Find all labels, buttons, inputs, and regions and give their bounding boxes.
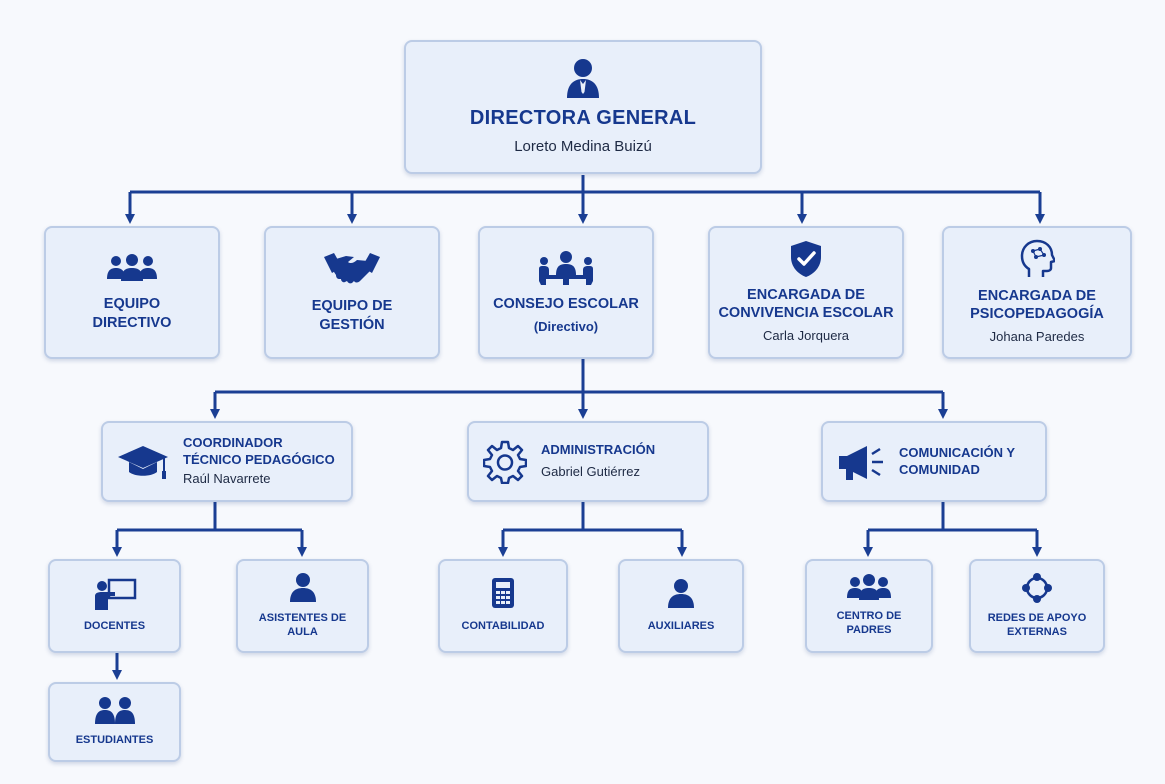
node-title: REDES DE APOYO EXTERNAS xyxy=(987,612,1087,638)
node-redes-apoyo[interactable]: REDES DE APOYO EXTERNAS xyxy=(969,559,1105,653)
brain-head-icon xyxy=(1020,239,1055,277)
node-person-name: Raúl Navarrete xyxy=(183,470,271,486)
calculator-icon xyxy=(492,578,514,609)
network-icon xyxy=(1022,573,1052,604)
node-centro-padres[interactable]: CENTRO DE PADRES xyxy=(805,559,933,653)
group-icon xyxy=(107,254,157,282)
node-title: EQUIPO DE GESTIÓN xyxy=(311,298,393,333)
node-note: (Directivo) xyxy=(533,319,599,335)
node-estudiantes[interactable]: ESTUDIANTES xyxy=(48,682,181,762)
teacher-board-icon xyxy=(94,578,136,611)
node-comunicacion-comunidad[interactable]: COMUNICACIÓN Y COMUNIDAD xyxy=(821,421,1047,502)
node-person-name: Carla Jorquera xyxy=(763,328,849,344)
node-equipo-gestion[interactable]: EQUIPO DE GESTIÓN xyxy=(264,226,440,359)
node-title: CONTABILIDAD xyxy=(461,620,545,633)
handshake-icon xyxy=(324,253,380,284)
megaphone-icon xyxy=(839,445,883,480)
node-docentes[interactable]: DOCENTES xyxy=(48,559,181,653)
node-title: CENTRO DE PADRES xyxy=(836,610,902,636)
node-consejo-escolar[interactable]: CONSEJO ESCOLAR (Directivo) xyxy=(478,226,654,359)
node-directora-general[interactable]: DIRECTORA GENERAL Loreto Medina Buizú xyxy=(404,40,762,174)
node-title: ESTUDIANTES xyxy=(75,734,154,747)
node-psicopedagogia[interactable]: ENCARGADA DE PSICOPEDAGOGÍA Johana Pared… xyxy=(942,226,1132,359)
node-title: DOCENTES xyxy=(83,620,146,633)
node-person-name: Johana Paredes xyxy=(989,329,1085,345)
gear-icon xyxy=(483,440,527,484)
meeting-icon xyxy=(539,250,593,285)
node-title: ENCARGADA DE CONVIVENCIA ESCOLAR xyxy=(718,286,894,322)
node-title: CONSEJO ESCOLAR xyxy=(493,295,639,312)
person-icon xyxy=(289,573,316,603)
node-administracion[interactable]: ADMINISTRACIÓN Gabriel Gutiérrez xyxy=(467,421,709,502)
node-title: DIRECTORA GENERAL xyxy=(469,106,697,129)
node-person-name: Loreto Medina Buizú xyxy=(514,137,652,155)
graduation-cap-icon xyxy=(118,445,168,479)
node-title: ADMINISTRACIÓN xyxy=(541,441,656,457)
node-coordinador-tecnico[interactable]: COORDINADOR TÉCNICO PEDAGÓGICO Raúl Nava… xyxy=(101,421,353,502)
node-title: AUXILIARES xyxy=(647,620,715,633)
node-equipo-directivo[interactable]: EQUIPO DIRECTIVO xyxy=(44,226,220,359)
node-title: COMUNICACIÓN Y COMUNIDAD xyxy=(899,445,1016,477)
person-icon xyxy=(668,579,694,609)
node-asistentes-aula[interactable]: ASISTENTES DE AULA xyxy=(236,559,369,653)
node-convivencia-escolar[interactable]: ENCARGADA DE CONVIVENCIA ESCOLAR Carla J… xyxy=(708,226,904,359)
node-contabilidad[interactable]: CONTABILIDAD xyxy=(438,559,568,653)
node-title: EQUIPO DIRECTIVO xyxy=(92,296,172,331)
person-icon xyxy=(567,58,599,98)
shield-check-icon xyxy=(791,240,821,277)
group-icon xyxy=(847,574,891,601)
node-title: ASISTENTES DE AULA xyxy=(258,612,347,638)
students-icon xyxy=(94,697,135,725)
node-title: COORDINADOR TÉCNICO PEDAGÓGICO xyxy=(183,435,335,467)
node-auxiliares[interactable]: AUXILIARES xyxy=(618,559,744,653)
node-person-name: Gabriel Gutiérrez xyxy=(541,464,640,480)
node-title: ENCARGADA DE PSICOPEDAGOGÍA xyxy=(970,287,1104,323)
